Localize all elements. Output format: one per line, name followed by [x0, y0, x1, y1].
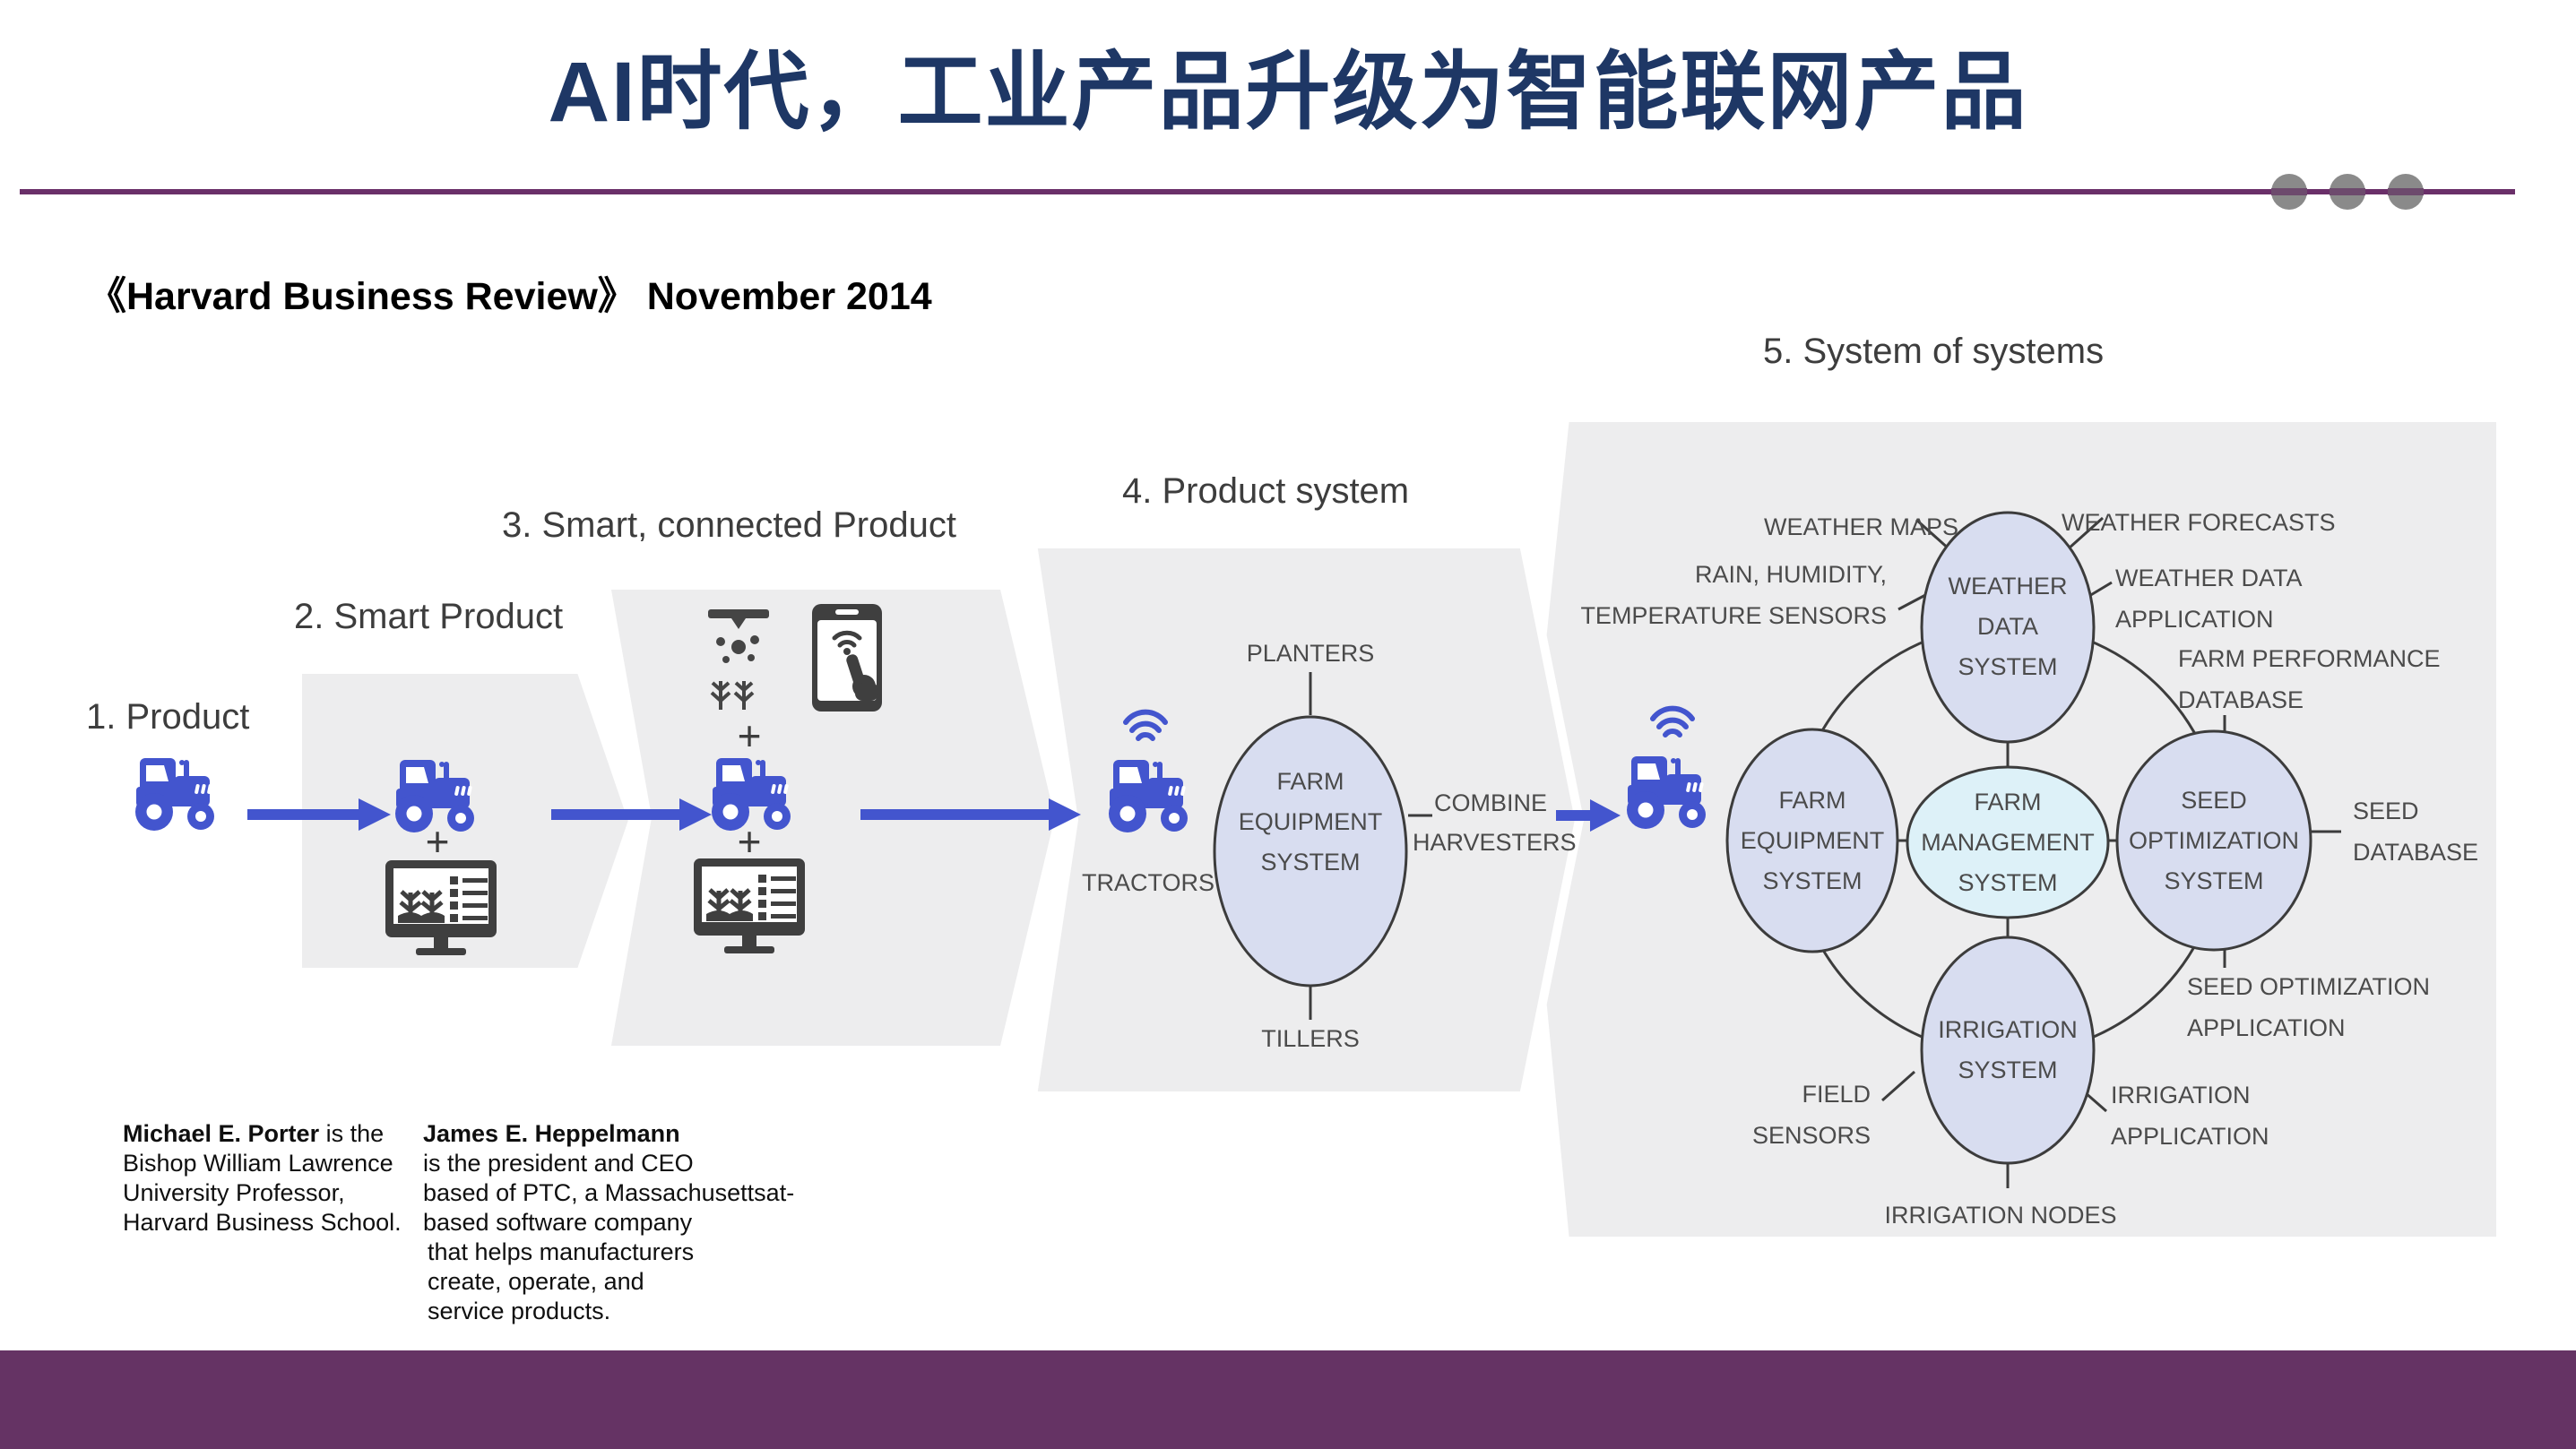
plus-sign: +	[425, 818, 450, 865]
divider-dot	[2271, 174, 2307, 210]
rain-humidity-temperature-sensors-label: RAIN, HUMIDITY, TEMPERATURE SENSORS	[1580, 561, 1887, 629]
plus-sign: +	[737, 712, 762, 759]
tractor-icon	[1109, 760, 1188, 832]
stage-2-heading: 2. Smart Product	[294, 597, 564, 636]
farm-monitor-icon	[385, 860, 497, 955]
farm-management-system-label: FARM MANAGEMENT SYSTEM	[1921, 789, 2095, 896]
footer-bar	[0, 1350, 2576, 1449]
irrigation-system-label: IRRIGATION SYSTEM	[1938, 1016, 2078, 1083]
irrigation-nodes-label: IRRIGATION NODES	[1884, 1202, 2117, 1229]
seed-optimization-application-label: SEED OPTIMIZATION APPLICATION	[2187, 973, 2431, 1041]
plus-sign: +	[737, 818, 762, 865]
tillers-label: TILLERS	[1261, 1025, 1360, 1052]
porter-footnote: Michael E. Porter is the Bishop William …	[123, 1120, 402, 1236]
heppelmann-footnote: James E. Heppelmann is the president and…	[423, 1120, 795, 1324]
irrigation-application-label: IRRIGATION APPLICATION	[2111, 1082, 2269, 1150]
farm-equipment-system-label: FARM EQUIPMENT SYSTEM	[1238, 768, 1383, 875]
smartphone-touch-icon	[812, 604, 882, 712]
seed-database-label: SEED DATABASE	[2353, 798, 2479, 866]
title-divider-line	[20, 189, 2515, 194]
weather-maps-label: WEATHER MAPS	[1763, 513, 1958, 540]
wifi-icon	[1653, 709, 1692, 735]
divider-dot	[2388, 174, 2424, 210]
farm-performance-database-label: FARM PERFORMANCE DATABASE	[2178, 645, 2441, 713]
tractors-label: TRACTORS	[1081, 869, 1215, 896]
panel-stage3	[601, 581, 1065, 1055]
weather-data-application-label: WEATHER DATA APPLICATION	[2115, 565, 2303, 633]
stage-1-heading: 1. Product	[86, 697, 250, 737]
sprinkler-crop-icon	[706, 608, 771, 712]
tractor-icon	[135, 758, 214, 831]
stage-4-heading: 4. Product system	[1122, 471, 1410, 511]
divider-dot	[2330, 174, 2365, 210]
seed-optimization-system-label: SEED OPTIMIZATION SYSTEM	[2129, 787, 2299, 894]
combine-harvesters-label: COMBINE HARVESTERS	[1413, 789, 1577, 856]
panel-stage2	[293, 665, 638, 977]
weather-data-system-label: WEATHER DATA SYSTEM	[1948, 573, 2068, 680]
page-title: AI时代，工业产品升级为智能联网产品	[548, 45, 2028, 140]
stage-3-heading: 3. Smart, connected Product	[502, 505, 956, 545]
tractor-icon	[1627, 756, 1706, 829]
stage-5-heading: 5. System of systems	[1763, 332, 2105, 371]
wifi-icon	[1126, 712, 1165, 738]
farm-equipment-system-node-label: FARM EQUIPMENT SYSTEM	[1740, 787, 1885, 894]
planters-label: PLANTERS	[1246, 640, 1375, 667]
farm-monitor-icon	[694, 858, 805, 953]
weather-forecasts-label: WEATHER FORECASTS	[2062, 509, 2336, 536]
field-sensors-label: FIELD SENSORS	[1751, 1081, 1871, 1149]
source-reference: 《Harvard Business Review》 November 2014	[88, 275, 932, 318]
